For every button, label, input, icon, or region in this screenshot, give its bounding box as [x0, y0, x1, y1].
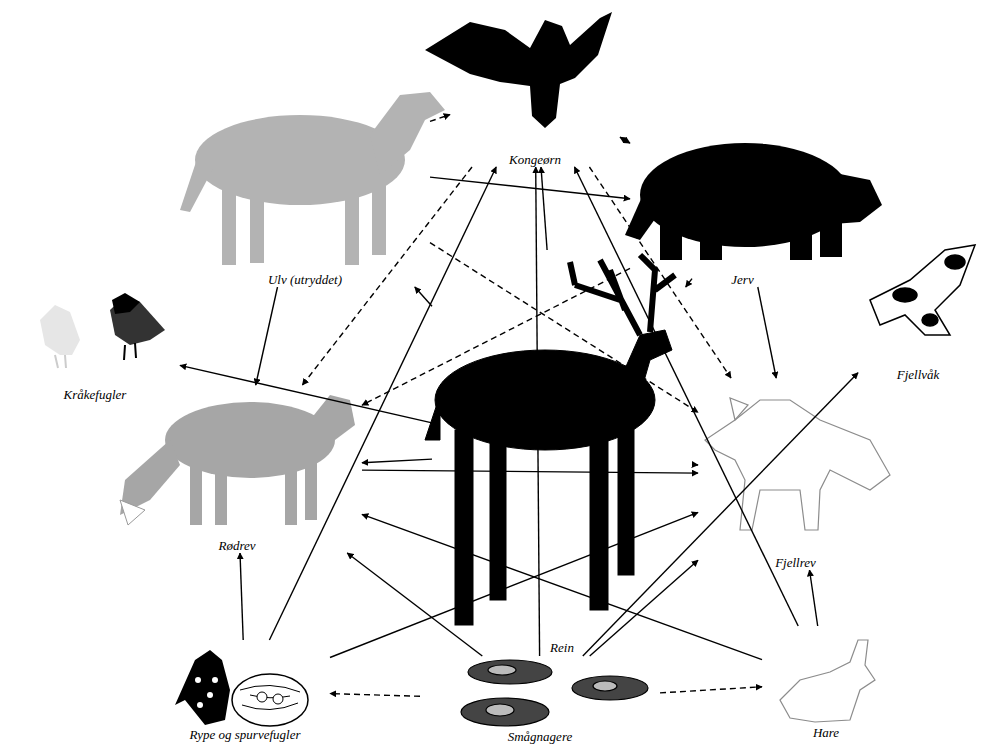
feeding-arrow	[541, 167, 547, 250]
species-label: Ulv (utryddet)	[265, 272, 345, 287]
feeding-arrow	[256, 287, 278, 385]
species-label: Smågnagere	[505, 729, 576, 744]
animal-node: Kråkefugler	[10, 290, 180, 402]
species-label: Fjellrev	[772, 555, 819, 570]
buzzard-silhouette	[870, 245, 975, 335]
hare-silhouette	[780, 640, 875, 722]
wolf-silhouette	[180, 92, 445, 265]
feeding-arrow	[810, 570, 818, 626]
red-fox-silhouette	[120, 395, 355, 525]
feeding-arrow	[415, 287, 432, 306]
interaction-arrow	[620, 137, 630, 143]
feeding-arrow	[430, 177, 630, 199]
interaction-arrow	[589, 167, 731, 378]
ptarmigan-nest	[175, 650, 308, 726]
lemming-silhouettes	[461, 660, 648, 726]
reindeer-silhouette	[425, 255, 675, 625]
feeding-arrow	[758, 287, 776, 378]
animal-node: Fjellvåk	[858, 240, 978, 382]
interaction-arrow	[430, 115, 450, 122]
feeding-arrow	[590, 560, 698, 656]
feeding-arrow	[362, 470, 698, 473]
animal-node: Rein	[432, 250, 692, 655]
crow-silhouettes	[40, 293, 165, 368]
feeding-arrow	[575, 167, 799, 626]
species-label: Rødrev	[215, 538, 258, 553]
feeding-arrow	[536, 167, 540, 656]
species-label: Rype og spurvefugler	[187, 727, 304, 742]
feeding-arrow	[347, 553, 482, 656]
feeding-arrow	[269, 167, 496, 640]
feeding-arrow	[362, 459, 432, 463]
feeding-arrow	[583, 373, 858, 656]
species-label: Hare	[810, 725, 842, 740]
species-label: Fjellvåk	[894, 367, 943, 382]
feeding-arrow	[240, 553, 243, 640]
interaction-arrow	[660, 687, 762, 693]
interaction-arrow	[430, 243, 698, 413]
animal-node: Smågnagere	[420, 656, 660, 744]
feeding-arrow	[330, 512, 698, 657]
species-label: Kråkefugler	[61, 387, 130, 402]
animal-node: Jerv	[630, 135, 855, 287]
species-label: Jerv	[728, 272, 756, 287]
animal-node: Rype og spurvefugler	[160, 640, 330, 742]
wolverine-silhouette	[625, 143, 882, 260]
interaction-arrow	[330, 694, 420, 697]
animal-node: Kongeørn	[450, 5, 620, 167]
arctic-fox-silhouette	[705, 398, 890, 530]
animal-node: Rødrev	[112, 385, 362, 553]
feeding-arrow	[692, 464, 698, 466]
animal-node: Fjellrev	[698, 378, 893, 570]
eagle-silhouette	[425, 12, 612, 128]
animal-node: Hare	[762, 626, 890, 740]
feeding-arrow	[180, 365, 432, 423]
species-label: Kongeørn	[506, 152, 564, 167]
species-label: Rein	[547, 640, 577, 655]
animal-node: Ulv (utryddet)	[180, 40, 430, 287]
feeding-arrow	[362, 514, 762, 659]
feeding-arrow	[686, 279, 692, 287]
interaction-arrow	[362, 268, 630, 405]
